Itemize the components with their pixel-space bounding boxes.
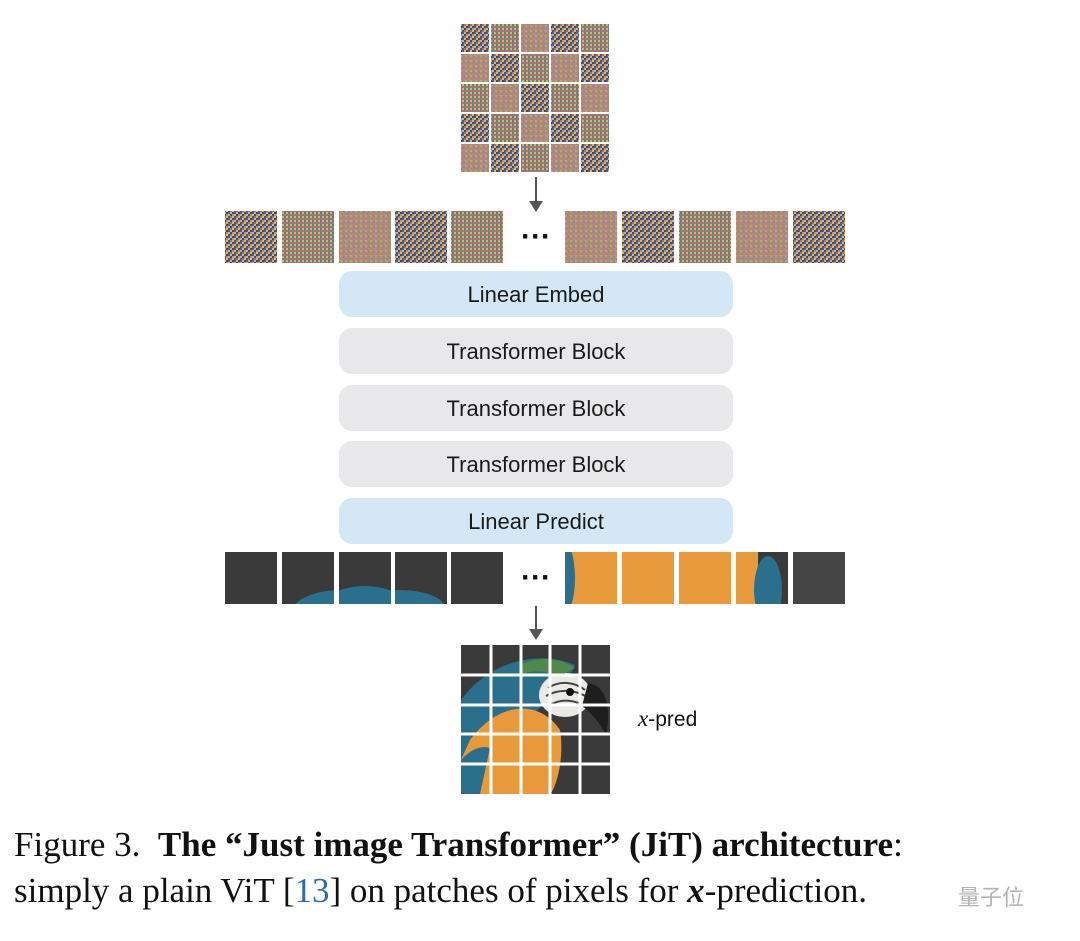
figure-caption: Figure 3. The “Just image Transformer” (…	[14, 822, 1070, 914]
citation-link[interactable]: 13	[294, 871, 330, 910]
x-pred-var: x	[637, 706, 649, 731]
noisy-patch	[491, 24, 519, 52]
noisy-patch	[461, 54, 489, 82]
noisy-patch	[551, 24, 579, 52]
predicted-token-patch	[339, 552, 391, 604]
noisy-patch	[581, 24, 609, 52]
ellipsis-top: ···	[521, 220, 551, 253]
noisy-patch-sequence	[225, 211, 845, 263]
noisy-patch	[581, 84, 609, 112]
watermark: 量子位	[958, 886, 1025, 911]
caption-line-2: simply a plain ViT [13] on patches of pi…	[14, 868, 1070, 914]
noisy-patch	[551, 54, 579, 82]
noisy-token-patch	[282, 211, 334, 263]
block-label: Linear Predict	[468, 509, 604, 534]
predicted-token-patch	[793, 552, 845, 604]
caption-figure-number: Figure 3.	[14, 825, 141, 864]
predicted-token-patch	[736, 552, 788, 604]
noisy-patch	[521, 144, 549, 172]
caption-text-b: ] on patches of pixels for	[329, 871, 688, 910]
caption-text-c: -prediction.	[704, 871, 867, 910]
noisy-patch	[581, 144, 609, 172]
caption-math-x: x	[687, 871, 705, 910]
caption-colon: :	[893, 825, 903, 864]
predicted-token-patch	[622, 552, 674, 604]
x-pred-suffix: -pred	[648, 708, 697, 731]
noisy-token-patch	[565, 211, 617, 263]
predicted-token-patch	[395, 552, 447, 604]
caption-line-1: Figure 3. The “Just image Transformer” (…	[14, 822, 1070, 868]
arrow-down-icon	[529, 606, 543, 640]
caption-title: The “Just image Transformer” (JiT) archi…	[157, 825, 894, 864]
noisy-patch	[491, 144, 519, 172]
noisy-patch	[581, 54, 609, 82]
output-parrot-image	[461, 645, 610, 794]
linear-block	[339, 498, 733, 544]
block-label: Transformer Block	[447, 452, 627, 477]
noisy-token-patch	[395, 211, 447, 263]
predicted-patch-sequence	[225, 552, 845, 604]
linear-block	[339, 271, 733, 317]
noisy-patch	[581, 114, 609, 142]
block-label: Linear Embed	[468, 282, 605, 307]
x-pred-label: x-pred	[637, 706, 697, 731]
noisy-token-patch	[451, 211, 503, 263]
transformer-block	[339, 385, 733, 431]
noisy-patch	[461, 114, 489, 142]
noisy-token-patch	[793, 211, 845, 263]
noisy-patch	[551, 84, 579, 112]
arrow-down-icon	[529, 177, 543, 212]
predicted-token-patch	[451, 552, 503, 604]
predicted-token-patch	[679, 552, 731, 604]
noisy-token-patch	[622, 211, 674, 263]
noisy-patch	[521, 24, 549, 52]
noisy-patch	[551, 144, 579, 172]
noisy-token-patch	[736, 211, 788, 263]
transformer-block	[339, 328, 733, 374]
noisy-token-patch	[339, 211, 391, 263]
noisy-patch	[461, 144, 489, 172]
noisy-patch	[491, 54, 519, 82]
noisy-token-patch	[679, 211, 731, 263]
noisy-patch	[521, 84, 549, 112]
noisy-patch	[491, 84, 519, 112]
noisy-patch	[551, 114, 579, 142]
noisy-patch	[461, 24, 489, 52]
noisy-input-image	[461, 24, 609, 172]
noisy-patch	[521, 54, 549, 82]
noisy-token-patch	[225, 211, 277, 263]
predicted-token-patch	[225, 552, 277, 604]
block-label: Transformer Block	[447, 339, 627, 364]
noisy-patch	[461, 84, 489, 112]
caption-text-a: simply a plain ViT [	[14, 871, 295, 910]
ellipsis-bottom: ···	[521, 561, 551, 594]
block-label: Transformer Block	[447, 396, 627, 421]
noisy-patch	[521, 114, 549, 142]
noisy-patch	[491, 114, 519, 142]
transformer-block	[339, 441, 733, 487]
predicted-token-patch	[565, 552, 617, 604]
predicted-token-patch	[282, 552, 334, 604]
